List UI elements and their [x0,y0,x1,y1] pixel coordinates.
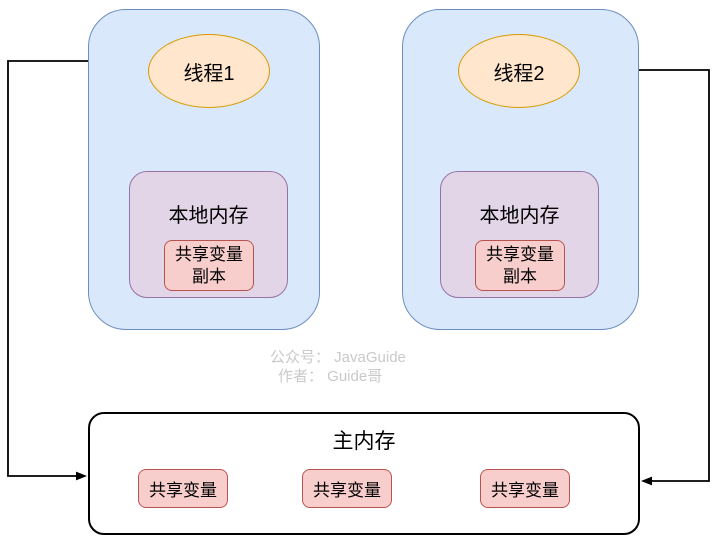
thread2-node: 线程2 [458,34,580,108]
local-memory-2: 本地内存 共享变量副本 [440,171,599,298]
thread1-node: 线程1 [148,34,270,108]
shared-variable-1: 共享变量 [138,469,228,508]
thread1-label: 线程1 [183,62,235,85]
shared-variable-copy-1: 共享变量副本 [164,240,254,291]
watermark-line2: 作者： Guide哥 [278,368,383,385]
main-memory-title: 主内存 [332,430,396,453]
main-memory-box: 主内存 共享变量 共享变量 共享变量 [88,412,640,535]
local-memory-1: 本地内存 共享变量副本 [129,171,288,298]
shared-variable-2: 共享变量 [302,469,392,508]
shared-variable-3: 共享变量 [480,469,570,508]
thread2-label: 线程2 [493,62,545,85]
watermark-line1: 公众号： JavaGuide [270,349,406,366]
local-memory-2-label: 本地内存 [479,205,560,227]
shared-variable-copy-2: 共享变量副本 [475,240,565,291]
local-memory-1-label: 本地内存 [168,205,249,227]
